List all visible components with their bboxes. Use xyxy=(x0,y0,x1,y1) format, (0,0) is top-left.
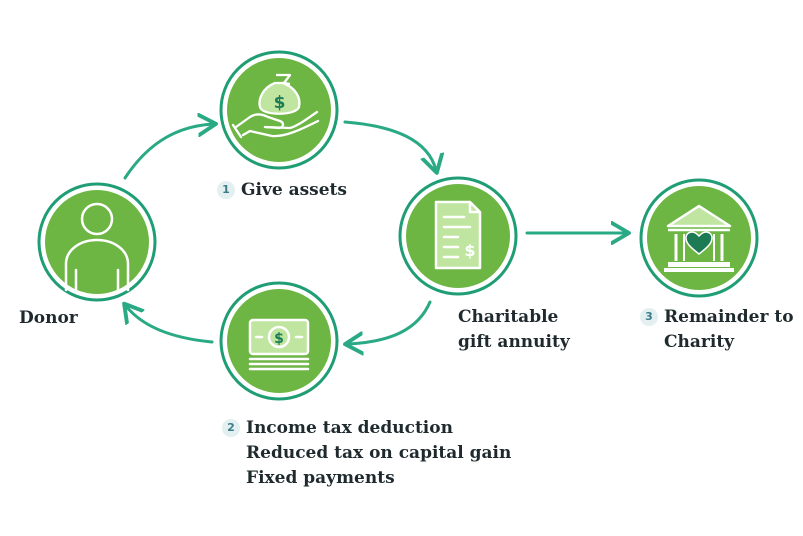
document-dollar-icon: $ xyxy=(434,200,482,270)
payments-node: $ xyxy=(219,281,339,401)
person-icon xyxy=(64,202,130,292)
step-badge-1: 1 xyxy=(217,181,235,199)
step-badge-2: 2 xyxy=(222,419,240,437)
svg-text:$: $ xyxy=(274,93,286,113)
arrow-donor-to-give xyxy=(123,124,213,180)
annuity-label-line2: gift annuity xyxy=(458,332,570,352)
arrow-payments-to-donor xyxy=(126,306,214,344)
bank-heart-icon xyxy=(664,204,734,272)
donor-label-text: Donor xyxy=(19,308,78,328)
payments-label-line2: Reduced tax on capital gain xyxy=(246,443,512,463)
hand-money-bag-icon: $ xyxy=(231,73,320,139)
annuity-node: $ xyxy=(398,176,518,296)
donor-label: Donor xyxy=(19,306,78,331)
annuity-label: Charitable gift annuity xyxy=(458,305,570,355)
charity-node xyxy=(639,178,759,298)
svg-text:$: $ xyxy=(274,331,284,347)
give-assets-node: $ xyxy=(219,50,339,170)
charity-label-line1: Remainder to xyxy=(664,307,794,327)
donor-node xyxy=(37,182,157,302)
cash-stack-icon xyxy=(248,318,310,371)
arrow-give-to-annuity xyxy=(343,120,436,170)
arrow-annuity-to-payments xyxy=(348,300,432,344)
payments-label-line3: Fixed payments xyxy=(246,468,395,488)
annuity-label-line1: Charitable xyxy=(458,307,559,327)
give-assets-label: 1 Give assets xyxy=(217,178,347,203)
step-badge-3: 3 xyxy=(640,308,658,326)
svg-text:$: $ xyxy=(464,241,475,260)
charity-label: 3 Remainder to Charity xyxy=(640,305,794,355)
payments-label-line1: Income tax deduction xyxy=(246,418,453,438)
charity-label-line2: Charity xyxy=(664,332,735,352)
give-assets-text: Give assets xyxy=(241,180,347,200)
payments-label: 2 Income tax deduction Reduced tax on cap… xyxy=(222,416,511,491)
